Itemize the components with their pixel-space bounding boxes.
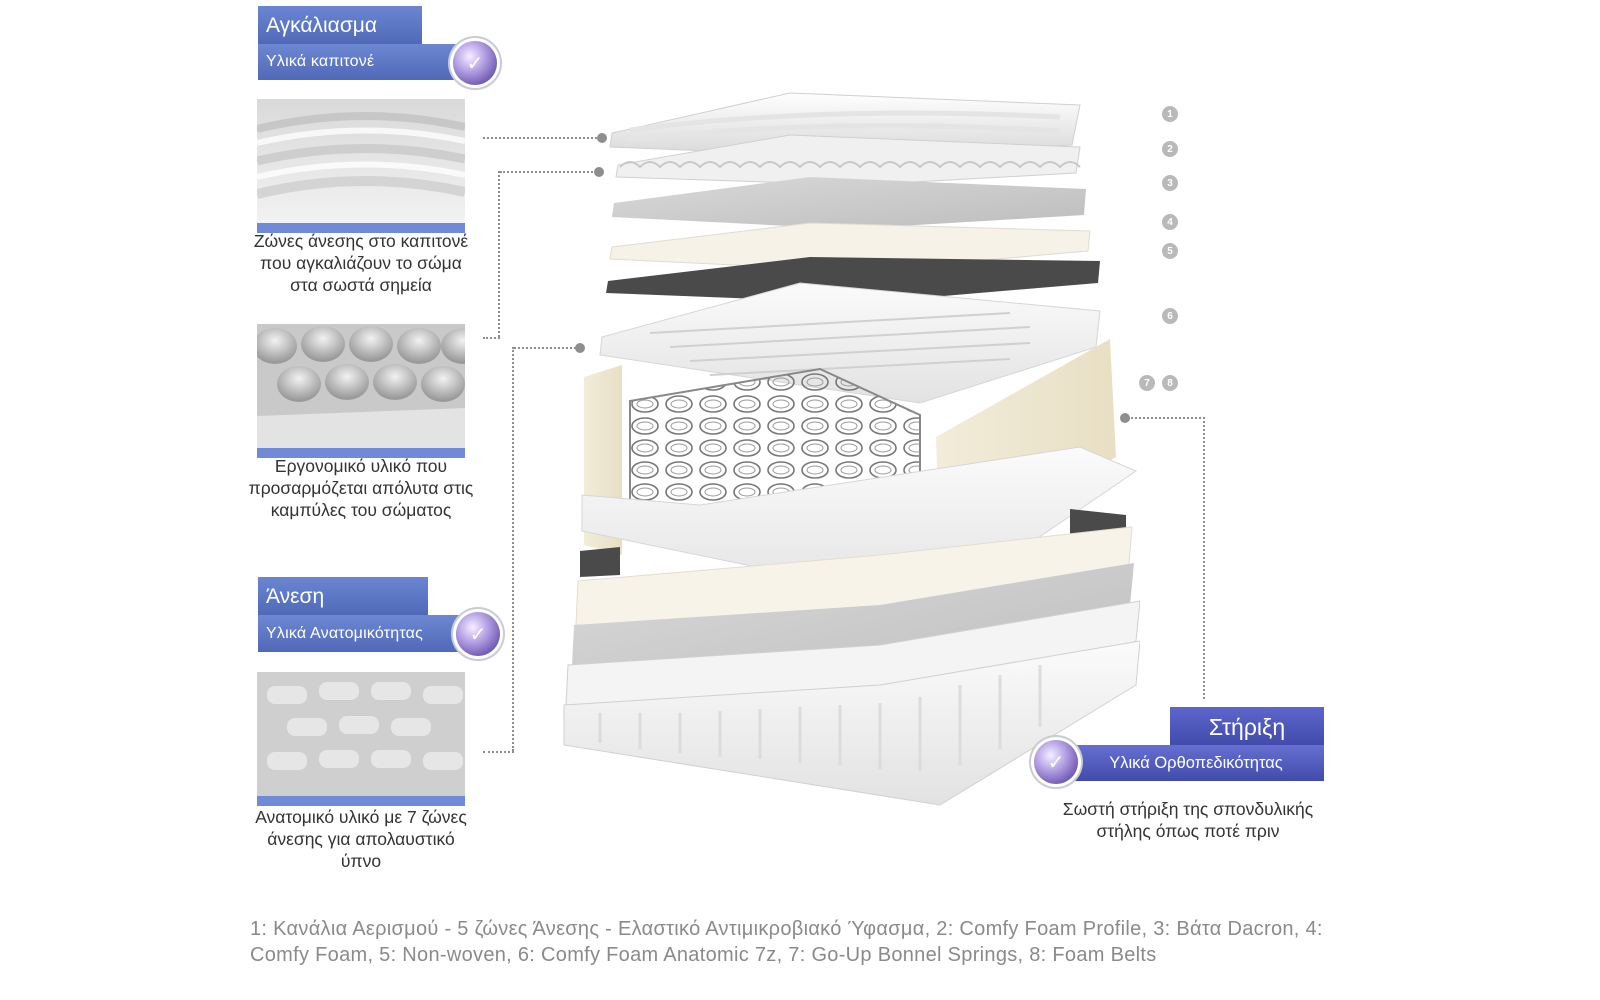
comfort-hug-title: Αγκάλιασμα (258, 6, 422, 46)
anatomic-foam-swatch (257, 672, 465, 806)
profile-foam-swatch (257, 324, 465, 458)
marker-1: 1 (1162, 106, 1178, 122)
marker-4: 4 (1162, 214, 1178, 230)
leader-line-2b (498, 171, 500, 337)
check-circle-icon: ✓ (453, 41, 497, 85)
leader-dot-1 (597, 133, 607, 143)
marker-6: 6 (1162, 308, 1178, 324)
layers-legend-footer: 1: Κανάλια Αερισμού - 5 ζώνες Άνεσης - Ε… (250, 918, 1323, 966)
comfort-title-text: Άνεση (266, 585, 325, 608)
leader-line-1 (483, 137, 601, 139)
layer-3-dacron (612, 177, 1086, 229)
layer-2-profile-foam (615, 134, 1081, 186)
support-title-text: Στήριξη (1208, 713, 1286, 740)
layer-1b-quilted-bottom (563, 640, 1140, 806)
leader-line-2a (500, 171, 597, 173)
leader-line-right-a (1128, 417, 1205, 419)
leader-line-3a (514, 347, 580, 349)
quilted-top-description: Ζώνες άνεσης στο καπιτονέ που αγκαλιάζου… (253, 231, 469, 295)
leader-dot-3 (575, 343, 585, 353)
marker-5: 5 (1162, 243, 1178, 259)
mattress-layers-illustration (563, 92, 1140, 806)
layer-4-comfy-foam (609, 222, 1091, 272)
orthopedic-materials-subtitle-text: Υλικά Ορθοπεδικότητας (1109, 753, 1283, 772)
quilted-top-swatch (257, 99, 465, 233)
comfort-hug-title-text: Αγκάλιασμα (266, 14, 378, 37)
check-circle-icon: ✓ (1034, 740, 1078, 784)
leader-line-3c (483, 751, 514, 753)
support-description: Σωστή στήριξη της σπονδυλικής στήλης όπω… (1062, 799, 1314, 841)
anatomic-materials-subtitle: Υλικά Ανατομικότητας (258, 615, 492, 652)
marker-2: 2 (1162, 141, 1178, 157)
marker-7: 7 (1139, 375, 1155, 391)
marker-3: 3 (1162, 175, 1178, 191)
quilting-materials-subtitle-text: Υλικά καπιτονέ (266, 53, 375, 70)
check-circle-icon: ✓ (456, 612, 500, 656)
anatomic-foam-description: Ανατομικό υλικό με 7 ζώνες άνεσης για απ… (255, 807, 467, 871)
profile-foam-description: Εργονομικό υλικό που προσαρμόζεται απόλυ… (248, 456, 474, 520)
comfort-title: Άνεση (258, 577, 428, 617)
layer-5-non-woven (606, 257, 1100, 303)
layer-5b-non-woven (580, 547, 620, 577)
anatomic-materials-subtitle-text: Υλικά Ανατομικότητας (266, 624, 423, 642)
leader-dot-right (1120, 413, 1130, 423)
leader-dot-2 (594, 167, 604, 177)
leader-line-2c (483, 337, 500, 339)
support-title: Στήριξη (1170, 707, 1324, 747)
leader-line-right-b (1203, 417, 1205, 699)
marker-8: 8 (1162, 375, 1178, 391)
leader-line-3b (512, 347, 514, 751)
orthopedic-materials-subtitle: Υλικά Ορθοπεδικότητας (1068, 745, 1324, 781)
